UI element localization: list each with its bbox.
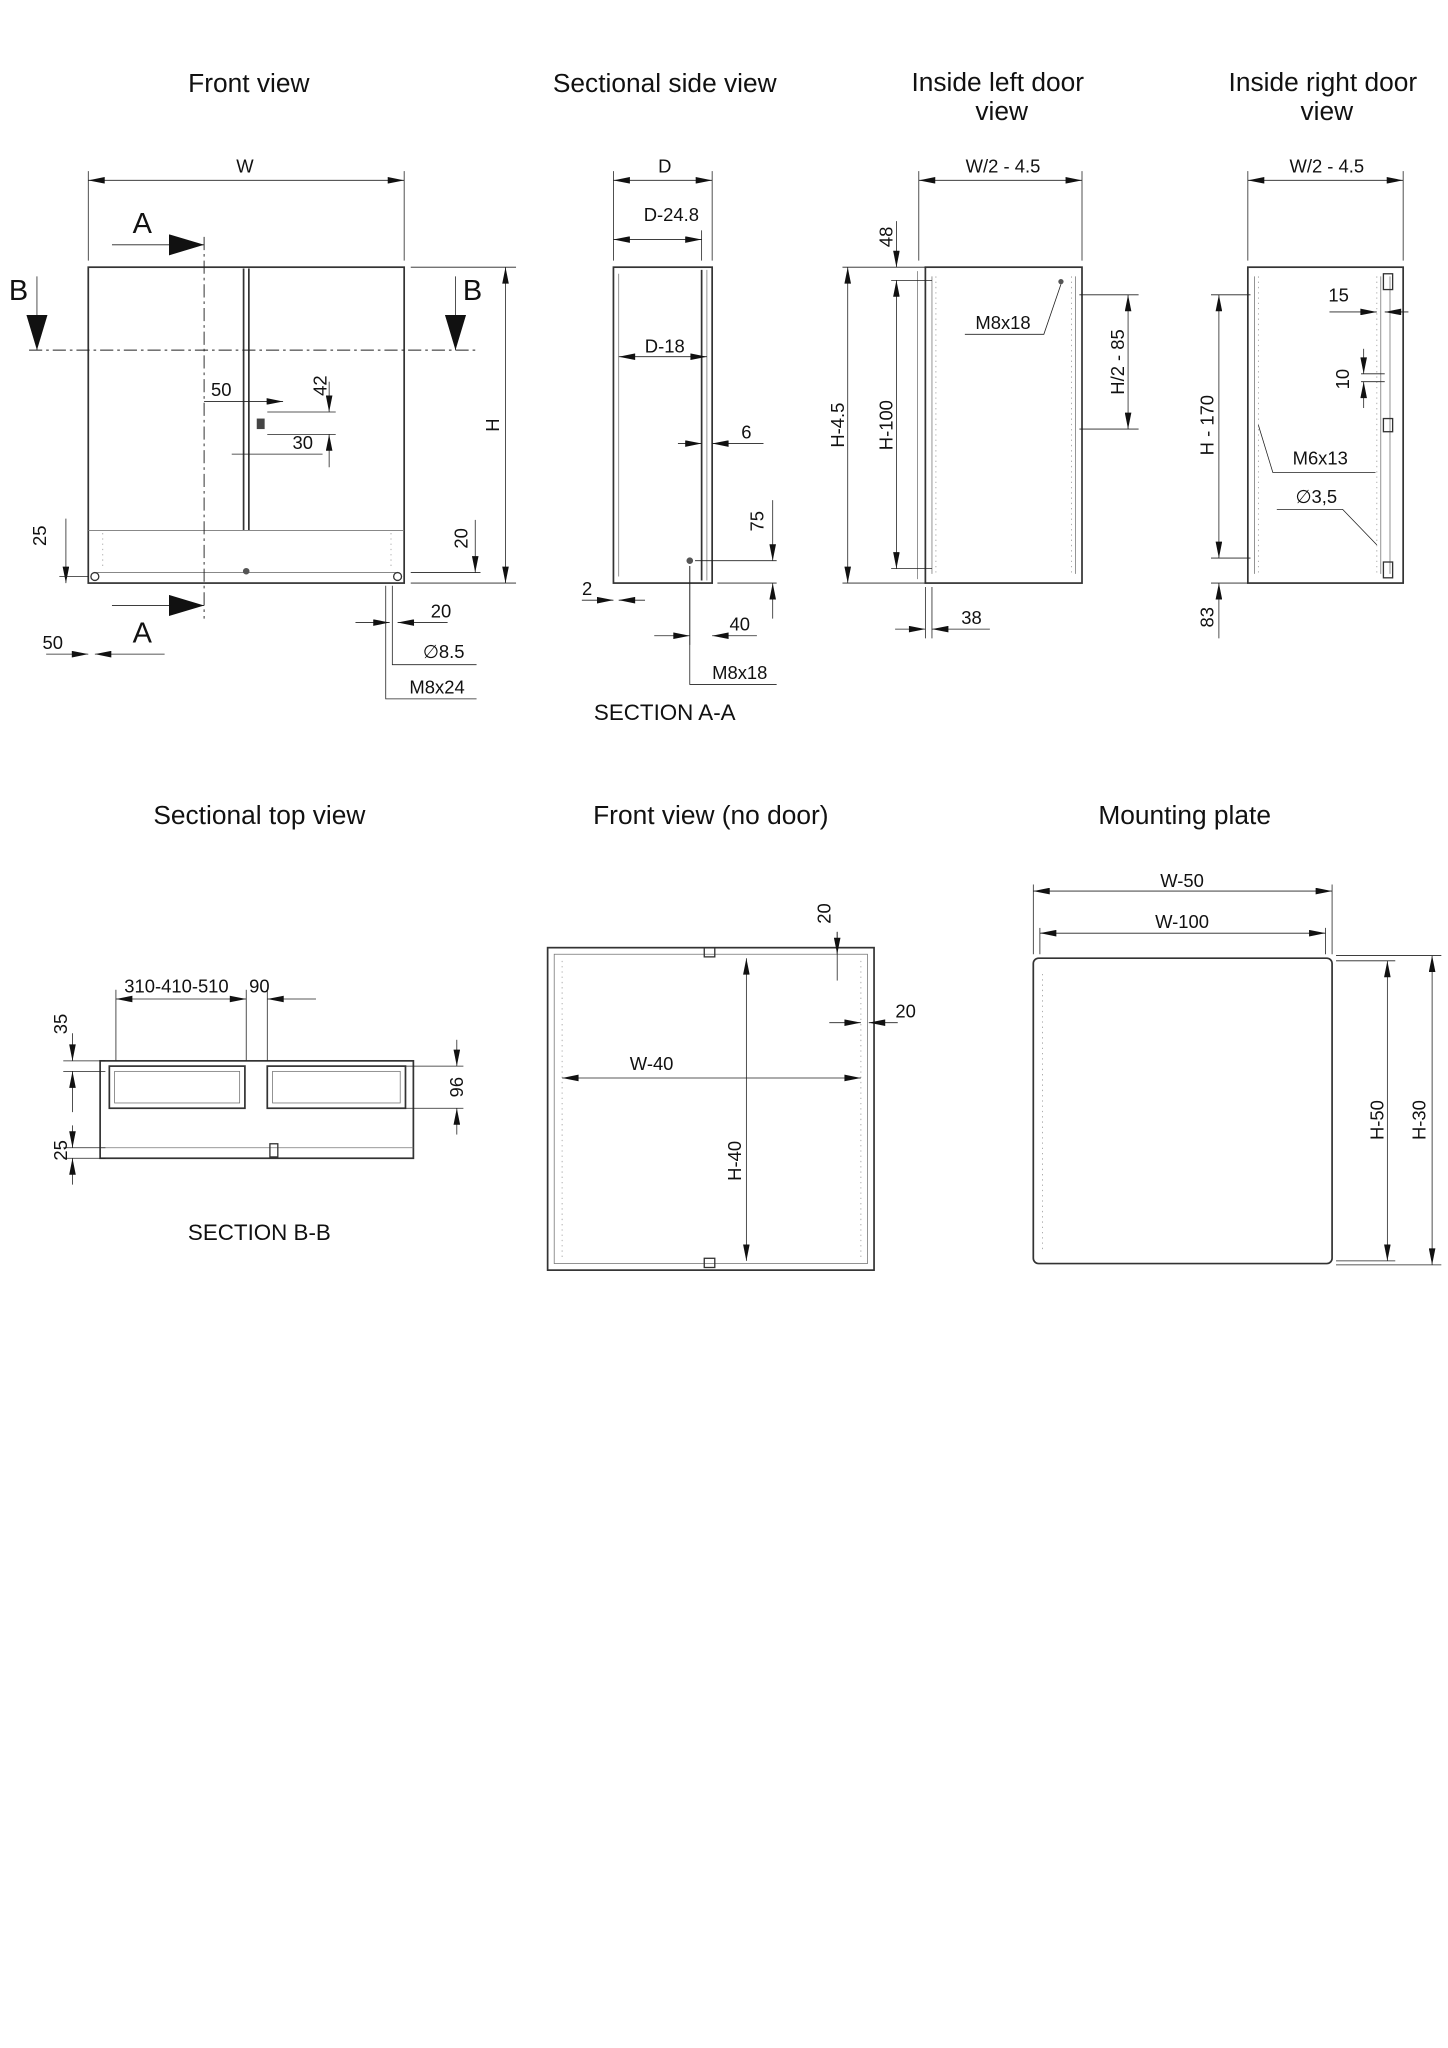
dim-left-door-height: H-4.5	[827, 403, 848, 448]
section-a-a-caption: SECTION A-A	[594, 700, 736, 725]
dim-48: 48	[875, 227, 896, 247]
dim-lock-height: 42	[310, 375, 331, 395]
hole-diameter: ∅3,5	[1295, 486, 1337, 507]
inside-left-door-view: W/2 - 4.5 48 H-4.5 H-100 M8x18 H/2 - 85 …	[827, 155, 1139, 639]
dim-outer-height: H-30	[1409, 1100, 1430, 1140]
dim-2: 2	[582, 578, 592, 599]
front-view-no-door: W-40 H-40 20 20	[546, 903, 916, 1271]
inside-right-door-view: W/2 - 4.5 15 10 H - 170 M6x13 ∅3,5 83	[1197, 155, 1409, 639]
dim-depth-24-8: D-24.8	[644, 204, 699, 225]
dim-10: 10	[1332, 369, 1353, 389]
dim-left-door-inner-height: H-100	[875, 400, 896, 450]
dim-width: W-40	[630, 1053, 674, 1074]
dim-outer-width: W-50	[1160, 870, 1204, 891]
dim-inner-width: W-100	[1155, 911, 1209, 932]
bolt-label: M8x18	[712, 662, 767, 683]
section-a-top: A	[133, 208, 153, 240]
dim-left-50: 50	[42, 632, 62, 653]
title-inside-left-door: Inside left door	[911, 67, 1084, 97]
bolt-label: M8x24	[409, 677, 464, 698]
section-b-left: B	[9, 275, 28, 307]
dim-bottom-25: 25	[29, 525, 50, 545]
dim-side-20: 20	[895, 1000, 915, 1021]
dim-bottom-20: 20	[450, 528, 471, 548]
dim-lock-offset: 50	[211, 379, 231, 400]
dim-15: 15	[1328, 284, 1348, 305]
dim-83: 83	[1197, 607, 1218, 627]
dim-half-height: H/2 - 85	[1107, 329, 1128, 394]
dim-left-door-width: W/2 - 4.5	[966, 155, 1041, 176]
title-sectional-top-view: Sectional top view	[153, 800, 366, 830]
dim-75: 75	[746, 511, 767, 531]
title-inside-right-door-2: view	[1300, 96, 1354, 126]
section-b-b-caption: SECTION B-B	[188, 1220, 331, 1245]
lock-icon	[256, 418, 265, 430]
title-mounting-plate: Mounting plate	[1098, 800, 1271, 830]
dim-height: H	[482, 418, 503, 431]
bolt-label: M8x18	[975, 312, 1030, 333]
dim-inner-height: H-50	[1366, 1100, 1387, 1140]
dim-96: 96	[446, 1077, 467, 1097]
dim-width: W	[236, 155, 254, 176]
dim-right-door-width: W/2 - 4.5	[1289, 155, 1364, 176]
dim-height: H-40	[724, 1141, 745, 1181]
sectional-side-view: D D-24.8 D-18 6 75 2 40 M8x18 SECTION A-…	[581, 155, 777, 725]
dim-35: 35	[50, 1014, 71, 1034]
dim-widths: 310-410-510	[124, 975, 228, 996]
dim-right-door-height: H - 170	[1197, 395, 1218, 455]
dim-top-20: 20	[814, 903, 835, 923]
title-inside-right-door: Inside right door	[1229, 67, 1418, 97]
dim-depth: D	[658, 155, 671, 176]
title-front-view-no-door: Front view (no door)	[593, 800, 828, 830]
mounting-plate: W-50 W-100 H-50 H-30	[1032, 870, 1442, 1266]
dim-25: 25	[50, 1140, 71, 1160]
title-inside-left-door-2: view	[975, 96, 1029, 126]
sectional-top-view: 310-410-510 90 35 25 96 SECTION B-B	[50, 975, 467, 1244]
dim-38: 38	[961, 607, 981, 628]
section-a-bottom: A	[133, 617, 153, 649]
dim-right-20: 20	[431, 600, 451, 621]
hole-diameter: ∅8.5	[423, 641, 465, 662]
section-b-right: B	[463, 275, 482, 307]
dim-40: 40	[730, 613, 750, 634]
dim-90: 90	[249, 975, 269, 996]
front-view: W A A B B H 50 42 30 25 20 50 20 ∅8.5	[9, 155, 517, 700]
dim-lock-width: 30	[293, 432, 313, 453]
dim-6: 6	[741, 421, 751, 442]
title-front-view: Front view	[188, 68, 310, 98]
screw-label: M6x13	[1293, 448, 1348, 469]
dim-inner-depth: D-18	[645, 336, 685, 357]
title-sectional-side-view: Sectional side view	[553, 68, 778, 98]
